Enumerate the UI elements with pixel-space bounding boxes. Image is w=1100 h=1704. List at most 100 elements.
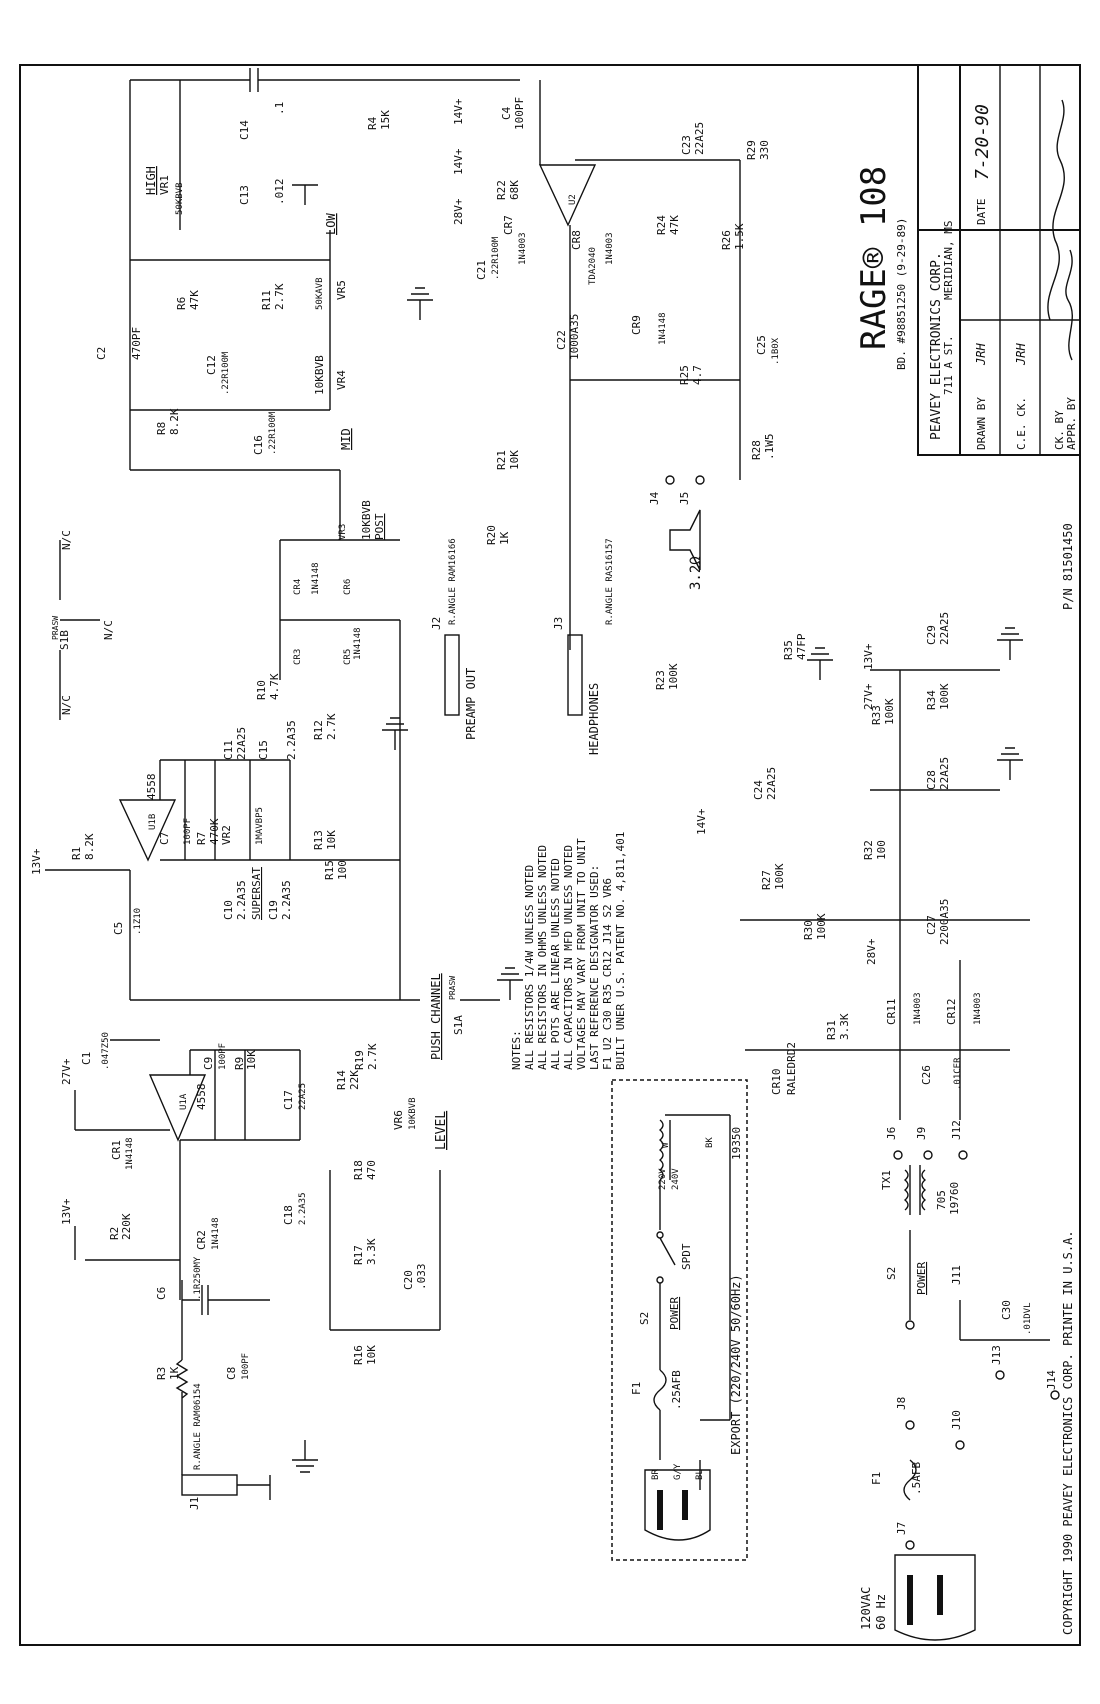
svg-text:.1R250MY: .1R250MY — [193, 1256, 203, 1300]
svg-text:R6: R6 — [175, 297, 188, 310]
svg-text:R.ANGLE RAM16166: R.ANGLE RAM16166 — [448, 538, 458, 625]
svg-text:CR4: CR4 — [293, 579, 303, 595]
svg-text:100K: 100K — [883, 698, 896, 725]
svg-text:100K: 100K — [667, 663, 680, 690]
svg-text:1N4003: 1N4003 — [973, 992, 983, 1025]
svg-text:C8: C8 — [225, 1367, 238, 1380]
company-city: MERIDIAN, MS — [942, 221, 955, 300]
export-220v: 220V — [658, 1168, 668, 1190]
svg-text:J11: J11 — [950, 1265, 963, 1285]
svg-text:TX1: TX1 — [880, 1170, 893, 1190]
svg-text:CR11: CR11 — [885, 999, 898, 1026]
svg-text:R9: R9 — [233, 1057, 246, 1070]
svg-text:RALEDRD2: RALEDRD2 — [785, 1042, 798, 1095]
svg-text:C6: C6 — [155, 1287, 168, 1300]
svg-text:100: 100 — [336, 860, 349, 880]
svg-text:C20: C20 — [402, 1270, 415, 1290]
mid-label: MID — [339, 428, 353, 450]
svg-text:.22R100M: .22R100M — [221, 351, 231, 395]
note-line: NOTES: — [510, 1030, 523, 1070]
svg-text:C7: C7 — [158, 832, 171, 845]
j2-jack — [444, 634, 460, 716]
signature-ck — [1047, 99, 1065, 321]
svg-text:R27: R27 — [760, 870, 773, 890]
svg-text:J6: J6 — [885, 1127, 898, 1140]
svg-text:100PF: 100PF — [513, 97, 526, 130]
svg-text:R16: R16 — [352, 1345, 365, 1365]
svg-text:R26: R26 — [720, 230, 733, 250]
svg-text:C22: C22 — [555, 330, 568, 350]
svg-text:2.2A35: 2.2A35 — [285, 720, 298, 760]
svg-text:2.7K: 2.7K — [325, 713, 338, 740]
svg-text:R32: R32 — [862, 840, 875, 860]
svg-text:22A25: 22A25 — [298, 1083, 308, 1110]
svg-text:.012: .012 — [273, 179, 286, 206]
power-amp: 14V+ C4 100PF 14V+ R22 68K 28V+ U2 TDA20… — [452, 80, 781, 650]
svg-text:R8: R8 — [155, 422, 168, 435]
svg-text:13V+: 13V+ — [60, 1198, 73, 1225]
copyright-line: COPYRIGHT 1990 PEAVEY ELECTRONICS CORP. … — [1061, 1230, 1075, 1635]
output-jacks: J2 R.ANGLE RAM16166 PREAMP OUT J3 R.ANGL… — [430, 475, 808, 755]
export-transformer-part: 19350 — [730, 1127, 743, 1160]
svg-text:C10: C10 — [222, 900, 235, 920]
svg-text:1N4003: 1N4003 — [913, 992, 923, 1025]
svg-text:.1B0X: .1B0X — [771, 337, 781, 365]
svg-text:R29: R29 — [745, 140, 758, 160]
company-address: 711 A ST. — [942, 335, 955, 395]
svg-text:R24: R24 — [655, 215, 668, 235]
svg-text:10KBVB: 10KBVB — [360, 500, 373, 540]
svg-text:47K: 47K — [188, 290, 201, 310]
svg-text:CR7: CR7 — [502, 215, 515, 235]
svg-text:S1B: S1B — [58, 630, 71, 650]
svg-text:R10: R10 — [255, 680, 268, 700]
svg-text:R7: R7 — [195, 832, 208, 845]
svg-text:3.3K: 3.3K — [365, 1238, 378, 1265]
j3-jack — [567, 634, 583, 716]
svg-text:J10: J10 — [950, 1410, 963, 1430]
svg-text:22A25: 22A25 — [938, 612, 951, 645]
svg-text:C21: C21 — [475, 260, 488, 280]
svg-text:R23: R23 — [654, 670, 667, 690]
svg-text:R20: R20 — [485, 525, 498, 545]
export-wire-w: W — [661, 1142, 671, 1148]
svg-text:8.2K: 8.2K — [83, 833, 96, 860]
svg-text:R28: R28 — [750, 440, 763, 460]
speaker-impedance: 3.2Ω — [688, 556, 704, 590]
j1-type: R.ANGLE RAM06154 — [193, 1383, 203, 1470]
note-line: VOLTAGES MAY VARY FROM UNIT TO UNIT — [575, 838, 588, 1070]
export-switch: S2 — [638, 1312, 651, 1325]
tx1-transformer — [903, 1169, 909, 1211]
svg-text:R.ANGLE RAS16157: R.ANGLE RAS16157 — [605, 538, 615, 625]
ck-by-label: CK. BY — [1053, 410, 1066, 450]
svg-text:1N4148: 1N4148 — [658, 312, 668, 345]
svg-text:.047Z50: .047Z50 — [101, 1032, 111, 1070]
svg-text:VR1: VR1 — [158, 175, 171, 195]
svg-text:J5: J5 — [678, 492, 691, 505]
svg-text:CR10: CR10 — [770, 1069, 783, 1096]
svg-text:R35: R35 — [782, 640, 795, 660]
svg-text:C5: C5 — [112, 922, 125, 935]
svg-text:J2: J2 — [430, 617, 443, 630]
svg-text:C12: C12 — [205, 355, 218, 375]
svg-text:10KBVB: 10KBVB — [313, 355, 326, 395]
date-label: DATE — [975, 199, 988, 226]
svg-text:100K: 100K — [938, 683, 951, 710]
svg-text:.033: .033 — [415, 1264, 428, 1291]
svg-text:4.7K: 4.7K — [268, 673, 281, 700]
svg-text:1N4148: 1N4148 — [311, 562, 321, 595]
svg-text:C23: C23 — [680, 135, 693, 155]
svg-text:22A25: 22A25 — [765, 767, 778, 800]
export-240v: 240V — [671, 1168, 681, 1190]
svg-text:CR12: CR12 — [945, 999, 958, 1026]
svg-text:2.2A35: 2.2A35 — [235, 880, 248, 920]
svg-text:R19: R19 — [353, 1050, 366, 1070]
svg-text:10K: 10K — [508, 450, 521, 470]
svg-text:100PF: 100PF — [183, 818, 193, 845]
svg-text:10KBVB: 10KBVB — [408, 1097, 418, 1130]
svg-text:VR2: VR2 — [220, 825, 233, 845]
note-line: LAST REFERENCE DESIGNATOR USED: — [588, 865, 601, 1070]
preamp-out-label: PREAMP OUT — [464, 668, 478, 740]
svg-text:R34: R34 — [925, 690, 938, 710]
u1b-opamp — [118, 799, 177, 862]
